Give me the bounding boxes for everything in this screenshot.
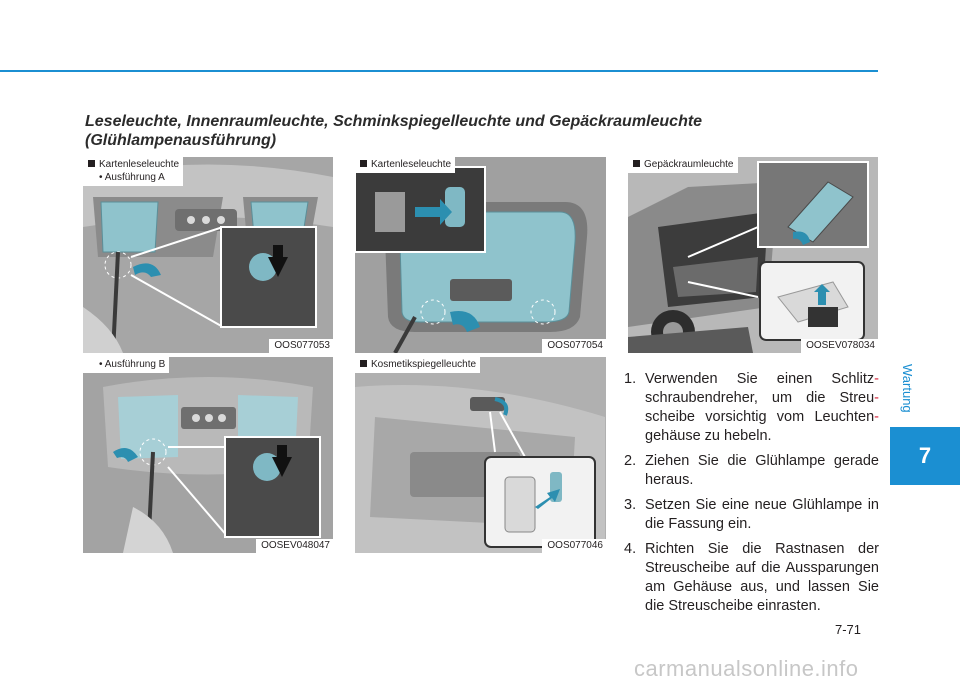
header-rule <box>0 70 878 72</box>
title-line-2: (Glühlampenausführung) <box>85 132 277 149</box>
bullet-square-icon <box>360 360 367 367</box>
side-tab-label: Wartung <box>900 364 915 413</box>
title-line-1: Leseleuchte, Innenraumleuchte, Schminksp… <box>85 113 703 130</box>
figure-map-lamp-lens: Kartenleseleuchte OOS077054 <box>355 157 606 353</box>
page-number: 7-71 <box>835 622 862 637</box>
step-2: 2. Ziehen Sie die Glühlampe gerade herau… <box>624 453 879 488</box>
figure-code: OOS077046 <box>542 539 606 553</box>
bullet-square-icon <box>633 160 640 167</box>
figure-map-lamp-a: Kartenleseleuchte • Ausführung A OOS0770… <box>83 157 333 353</box>
caption-map-lamp-a: Kartenleseleuchte • Ausführung A <box>83 157 184 186</box>
bullet-square-icon <box>88 160 95 167</box>
watermark: carmanualsonline.info <box>634 656 859 681</box>
bullet-square-icon <box>360 160 367 167</box>
luggage-lamp-illustration <box>628 157 878 353</box>
chapter-badge: 7 <box>890 427 960 485</box>
figure-code: OOSEV048047 <box>256 539 333 553</box>
section-title: Leseleuchte, Innenraumleuchte, Schminksp… <box>85 112 785 150</box>
map-lamp-b-illustration <box>83 357 333 553</box>
figure-code: OOS077053 <box>269 339 333 353</box>
map-lamp-lens-illustration <box>355 157 606 353</box>
figure-vanity-lamp: Kosmetikspiegelleuchte OOS077046 <box>355 357 606 553</box>
caption-map-lamp-lens: Kartenleseleuchte <box>355 157 456 173</box>
step-3: 3. Setzen Sie eine neue Glühlampe in die… <box>624 497 879 532</box>
instruction-steps: 1. Verwenden Sie einen Schlitz- schraube… <box>624 370 879 622</box>
map-lamp-a-illustration <box>83 157 333 353</box>
step-4: 4. Richten Sie die Rastnasen der Streusc… <box>624 541 879 614</box>
vanity-lamp-illustration <box>355 357 606 553</box>
caption-vanity-lamp: Kosmetikspiegelleuchte <box>355 357 481 373</box>
figure-luggage-lamp: Gepäckraumleuchte OOSEV078034 <box>628 157 878 353</box>
figure-code: OOS077054 <box>542 339 606 353</box>
step-1: 1. Verwenden Sie einen Schlitz- schraube… <box>624 371 879 444</box>
figure-map-lamp-b: • Ausführung B OOSEV048047 <box>83 357 333 553</box>
caption-map-lamp-b: • Ausführung B <box>83 357 170 373</box>
caption-luggage-lamp: Gepäckraumleuchte <box>628 157 738 173</box>
figure-code: OOSEV078034 <box>801 339 878 353</box>
